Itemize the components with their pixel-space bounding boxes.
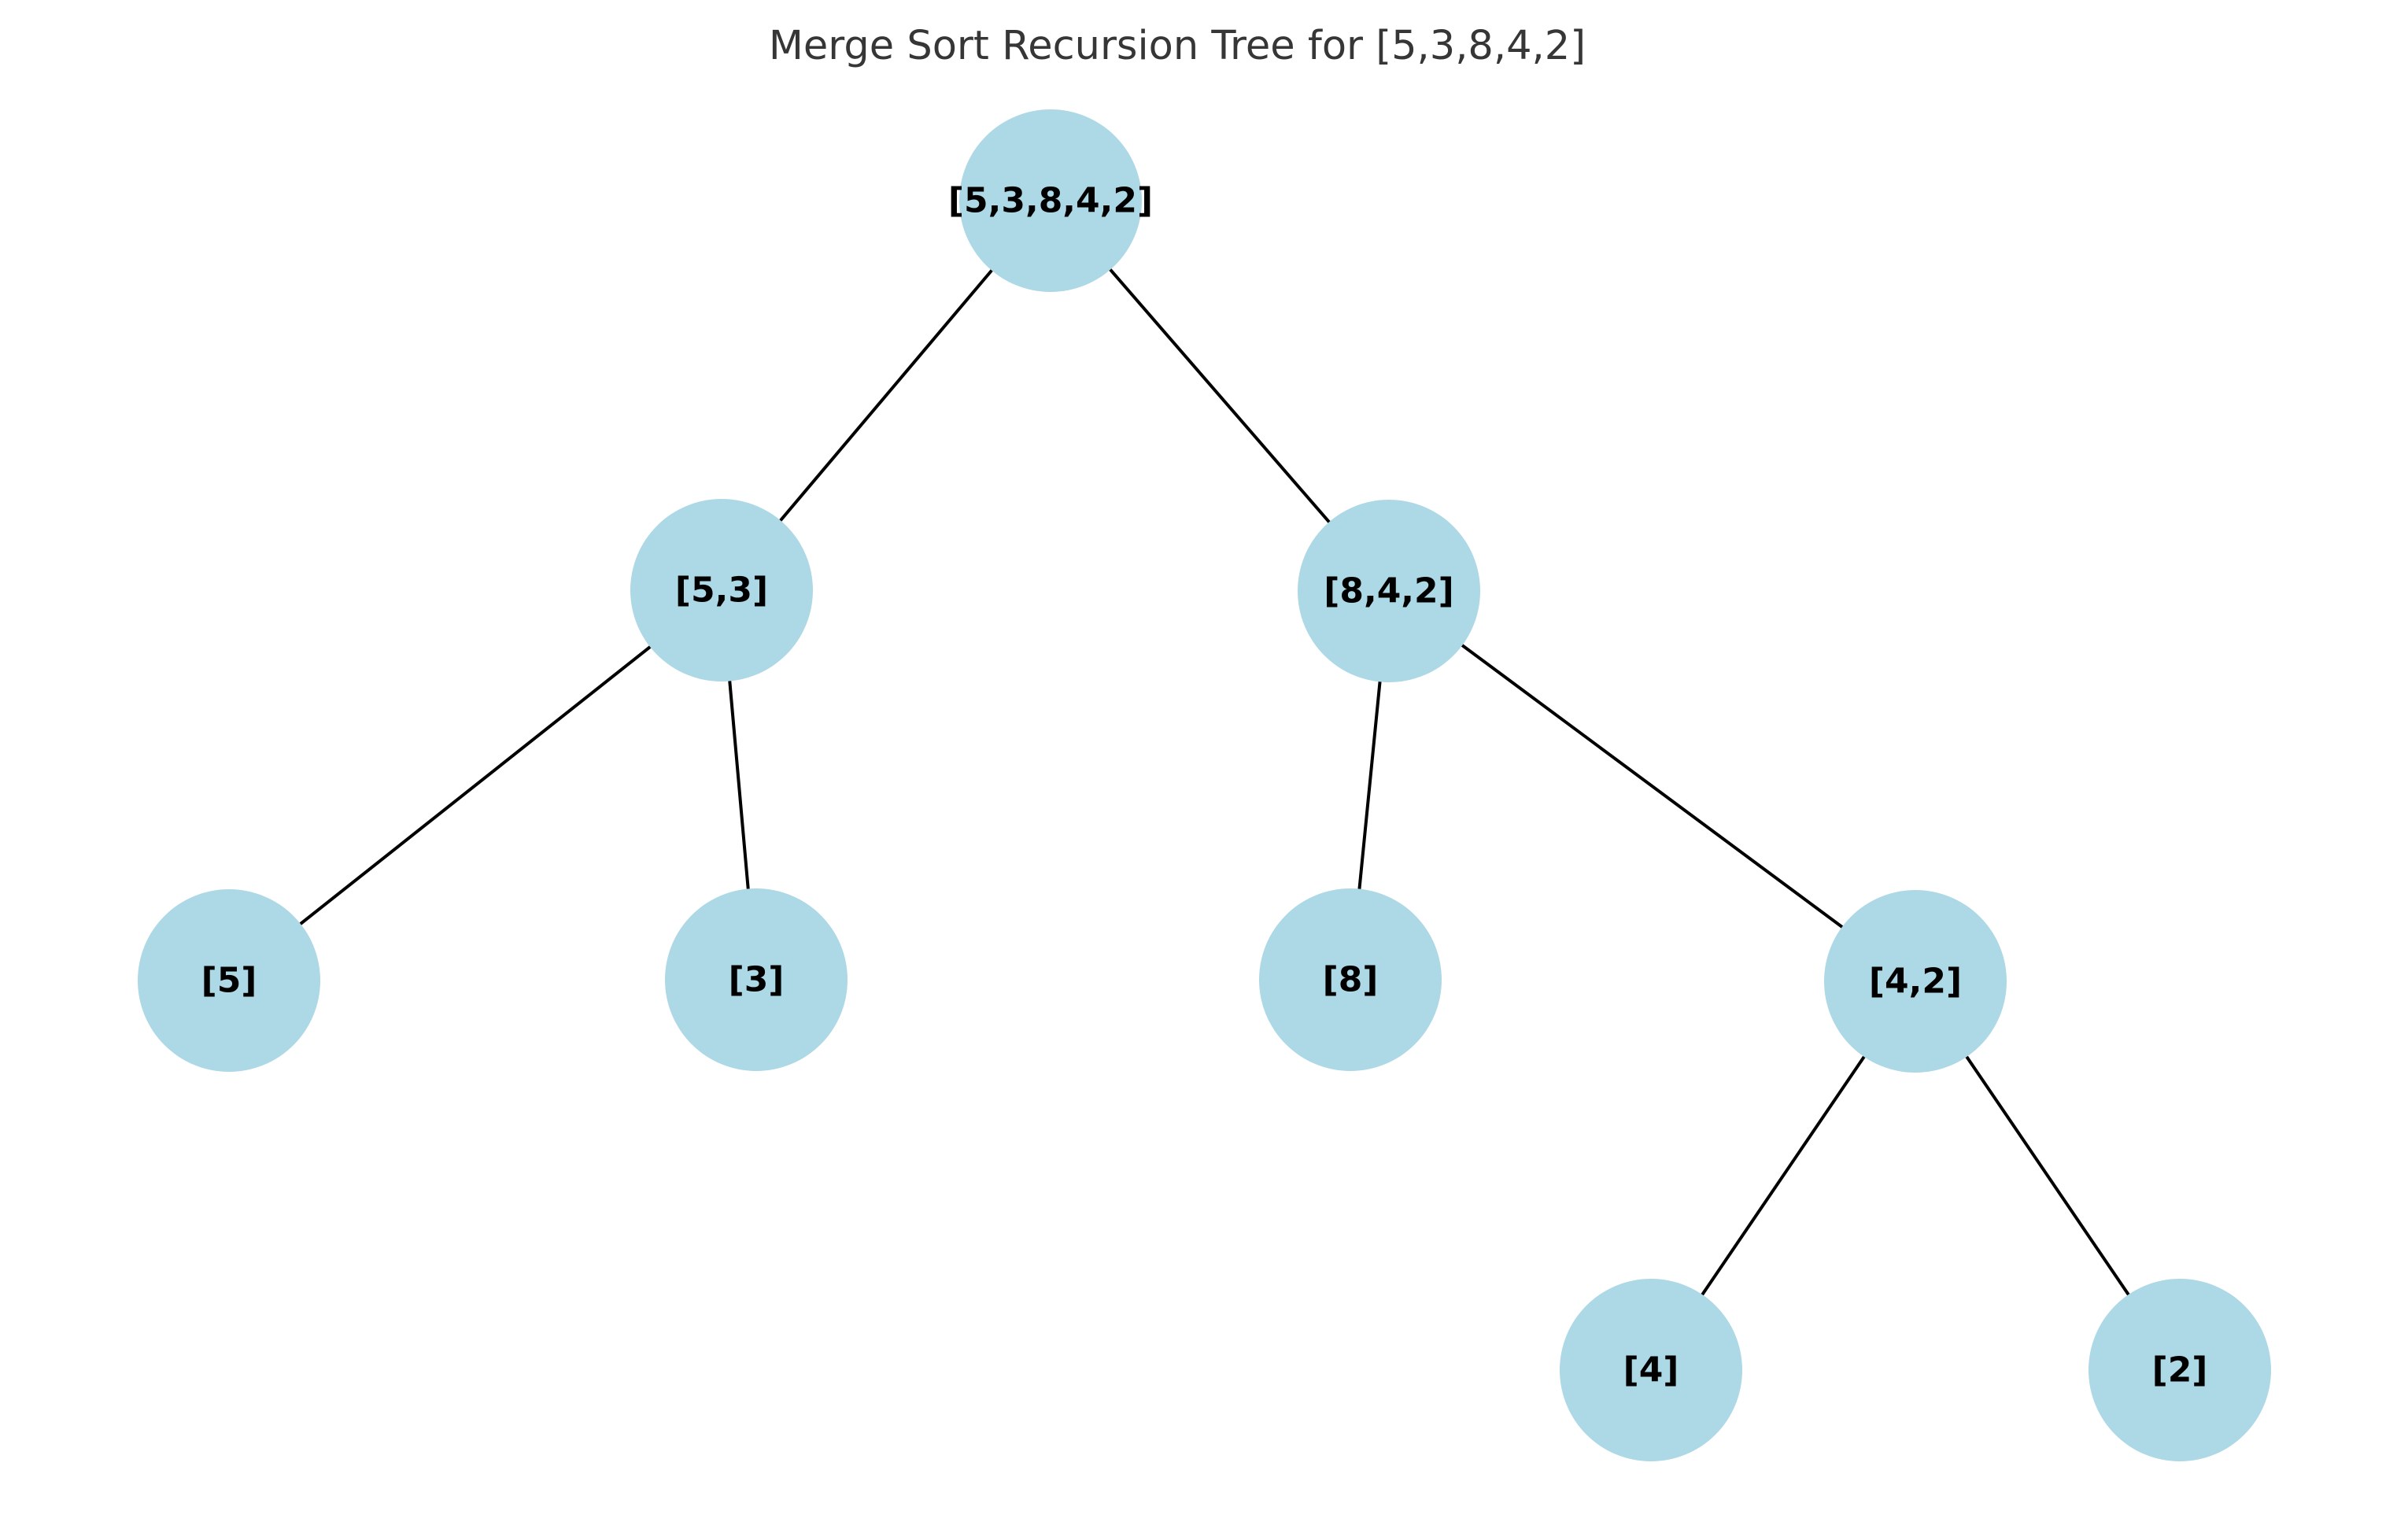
- node-circle-n2: [2089, 1279, 2271, 1461]
- tree-node-n3: [3]: [665, 888, 848, 1071]
- tree-edge-n53-n5: [227, 589, 723, 982]
- tree-node-root: [5,3,8,4,2]: [948, 109, 1153, 292]
- tree-node-n42: [4,2]: [1824, 890, 2007, 1073]
- node-circle-n3: [665, 888, 848, 1071]
- node-label-n4: [4]: [1623, 1350, 1679, 1391]
- tree-edge-n842-n42: [1387, 589, 1917, 983]
- node-label-n5: [5]: [201, 961, 257, 1001]
- node-circle-n4: [1560, 1279, 1742, 1461]
- tree-nodes-layer: [5,3,8,4,2] [5,3] [8,4,2] [5] [3] [8] [4,2] [4]…: [138, 109, 2271, 1461]
- node-label-n42: [4,2]: [1869, 962, 1962, 1002]
- node-circle-n842: [1298, 500, 1480, 682]
- node-label-n842: [8,4,2]: [1324, 571, 1454, 611]
- tree-node-n5: [5]: [138, 889, 320, 1072]
- tree-node-n2: [2]: [2089, 1279, 2271, 1461]
- tree-edges-layer: [227, 199, 2181, 1372]
- node-circle-root: [959, 109, 1142, 292]
- tree-node-n53: [5,3]: [630, 499, 813, 681]
- node-circle-n8: [1259, 888, 1442, 1071]
- node-label-n3: [3]: [729, 960, 785, 1000]
- node-label-n8: [8]: [1323, 960, 1379, 1000]
- tree-node-n4: [4]: [1560, 1279, 1742, 1461]
- node-circle-n53: [630, 499, 813, 681]
- tree-node-n842: [8,4,2]: [1298, 500, 1480, 682]
- node-label-n2: [2]: [2152, 1350, 2208, 1391]
- node-circle-n5: [138, 889, 320, 1072]
- node-label-root: [5,3,8,4,2]: [948, 181, 1153, 221]
- tree-node-n8: [8]: [1259, 888, 1442, 1071]
- chart-title: Merge Sort Recursion Tree for [5,3,8,4,2…: [769, 23, 1586, 69]
- node-label-n53: [5,3]: [675, 571, 768, 611]
- node-circle-n42: [1824, 890, 2007, 1073]
